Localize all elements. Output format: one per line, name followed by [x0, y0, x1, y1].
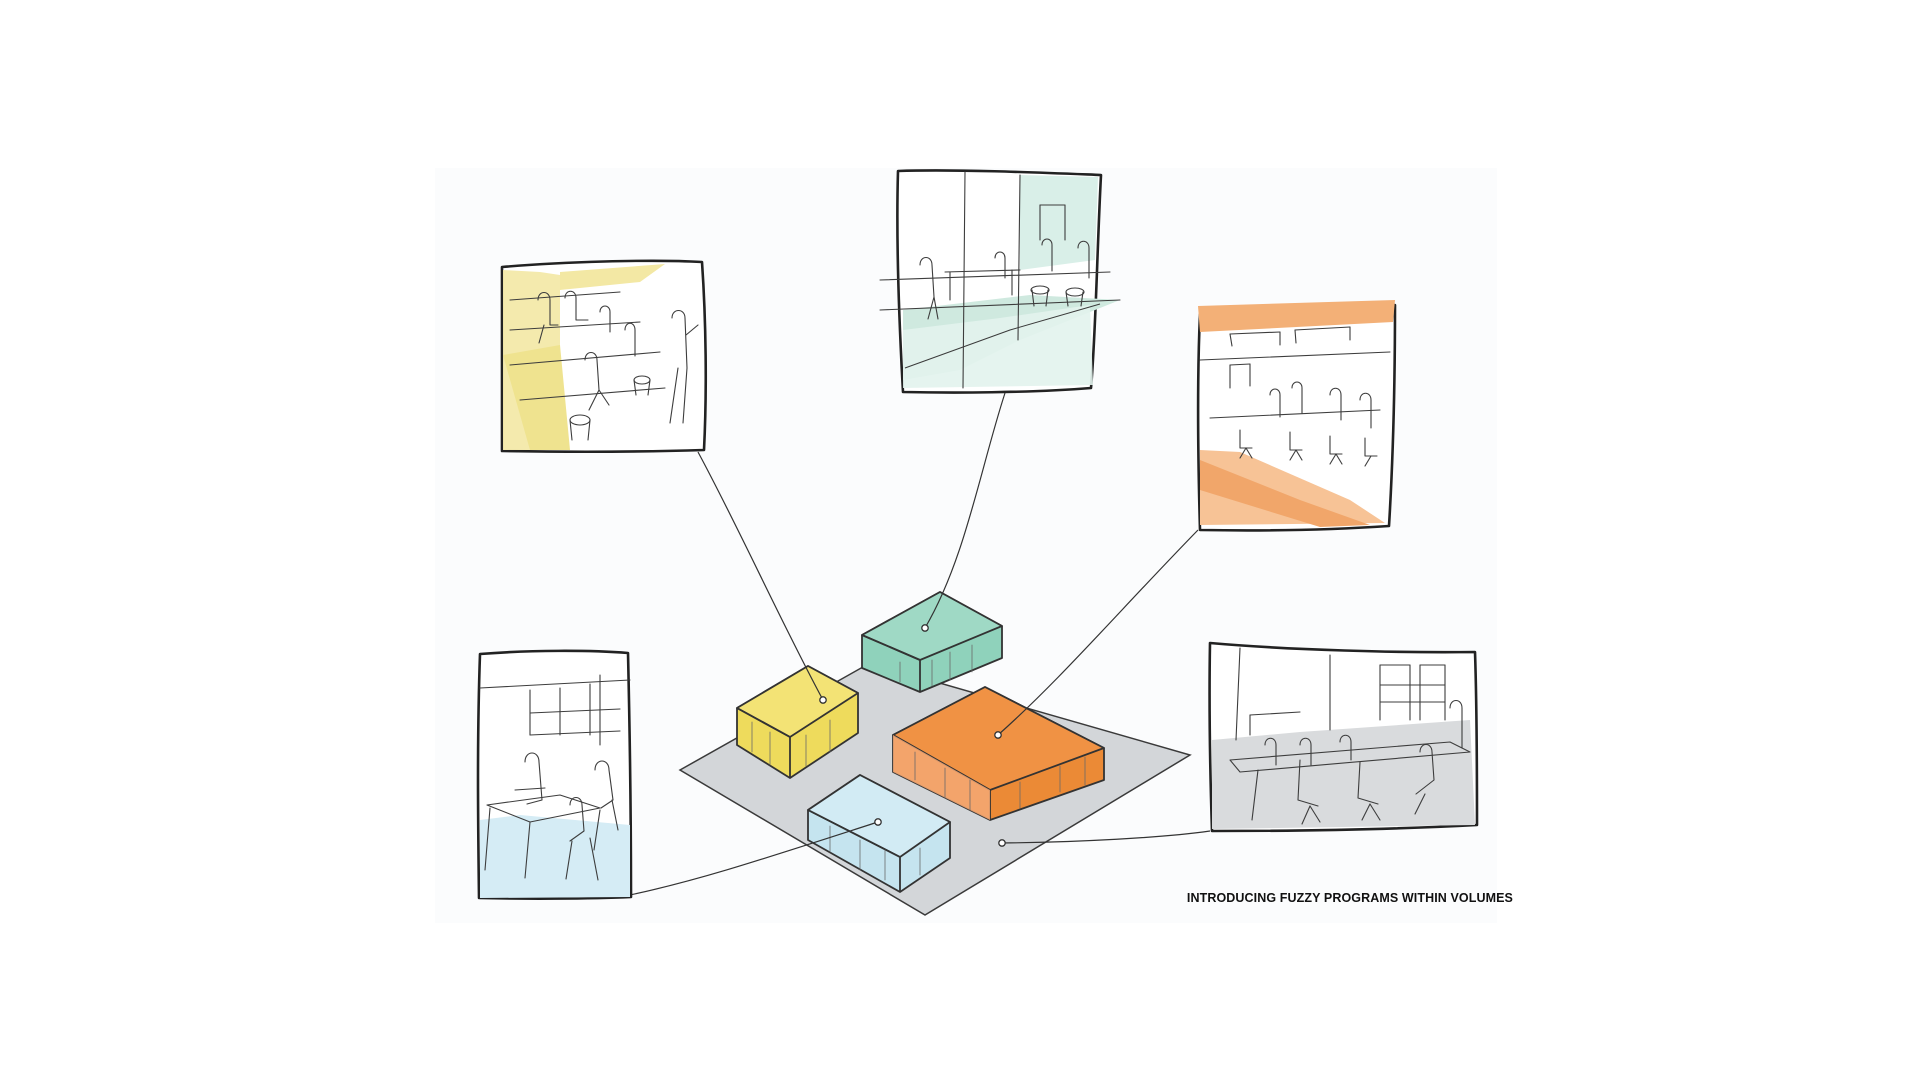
vignette-small-desk-room — [476, 649, 633, 900]
leader-lines — [629, 392, 1211, 896]
diagram-caption: INTRODUCING FUZZY PROGRAMS WITHIN VOLUME… — [1186, 891, 1513, 905]
vignette-glass-meeting-room — [879, 169, 1121, 394]
vignette-stepped-seating — [500, 259, 708, 453]
leader-dots — [819, 624, 1006, 847]
volume-yellow — [736, 665, 859, 779]
vignette-studio-workspace — [1208, 641, 1479, 833]
volume-light-blue — [807, 774, 951, 893]
vignette-open-office — [1196, 300, 1397, 532]
volume-teal — [861, 591, 1003, 693]
